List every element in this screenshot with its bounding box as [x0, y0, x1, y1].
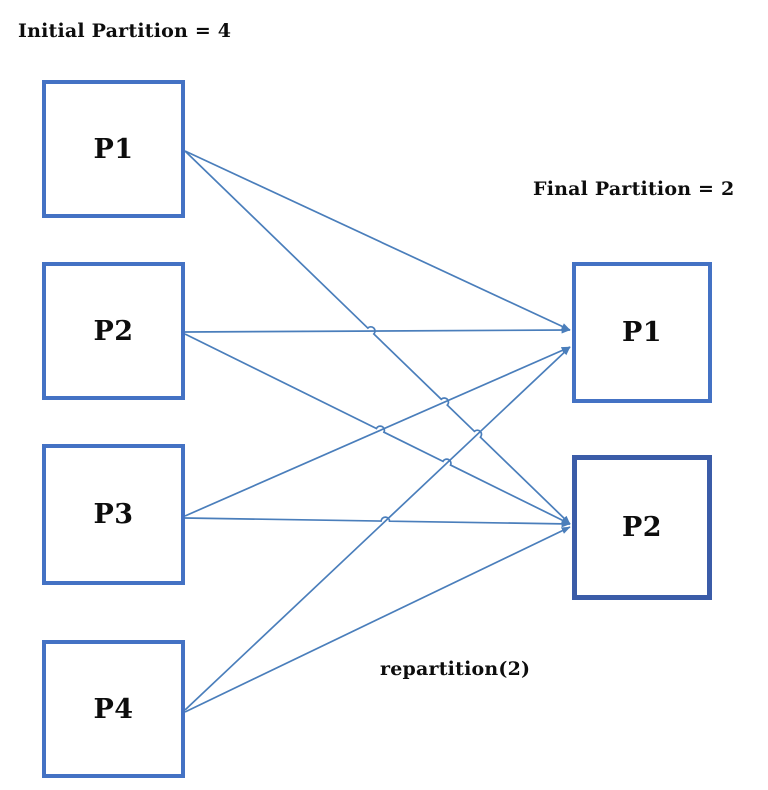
final-partition-caption: Final Partition = 2 [533, 178, 735, 200]
source-partition-label-1: P1 [93, 133, 134, 165]
connector-p2-to-p1 [184, 326, 571, 334]
connector-p1-to-p2 [184, 150, 571, 525]
source-partition-box-3[interactable]: P3 [42, 444, 185, 585]
source-partition-box-2[interactable]: P2 [42, 262, 185, 400]
target-partition-label-2: P2 [621, 512, 663, 543]
target-partition-box-1[interactable]: P1 [572, 262, 712, 403]
source-partition-label-4: P4 [93, 693, 134, 725]
source-partition-label-3: P3 [93, 499, 134, 530]
source-partition-box-1[interactable]: P1 [42, 80, 185, 218]
source-partition-box-4[interactable]: P4 [42, 640, 185, 778]
connector-p3-to-p1 [184, 346, 571, 517]
target-partition-box-2[interactable]: P2 [572, 455, 712, 600]
connector-p3-to-p2 [184, 516, 571, 528]
repartition-caption: repartition(2) [380, 658, 531, 680]
source-partition-label-2: P2 [93, 315, 134, 347]
connector-p2-to-p2 [184, 333, 571, 525]
connector-p4-to-p2 [184, 526, 571, 713]
target-partition-label-1: P1 [621, 317, 663, 348]
connector-p4-to-p1 [184, 346, 571, 711]
connector-p1-to-p1 [184, 150, 571, 331]
initial-partition-caption: Initial Partition = 4 [18, 20, 232, 42]
